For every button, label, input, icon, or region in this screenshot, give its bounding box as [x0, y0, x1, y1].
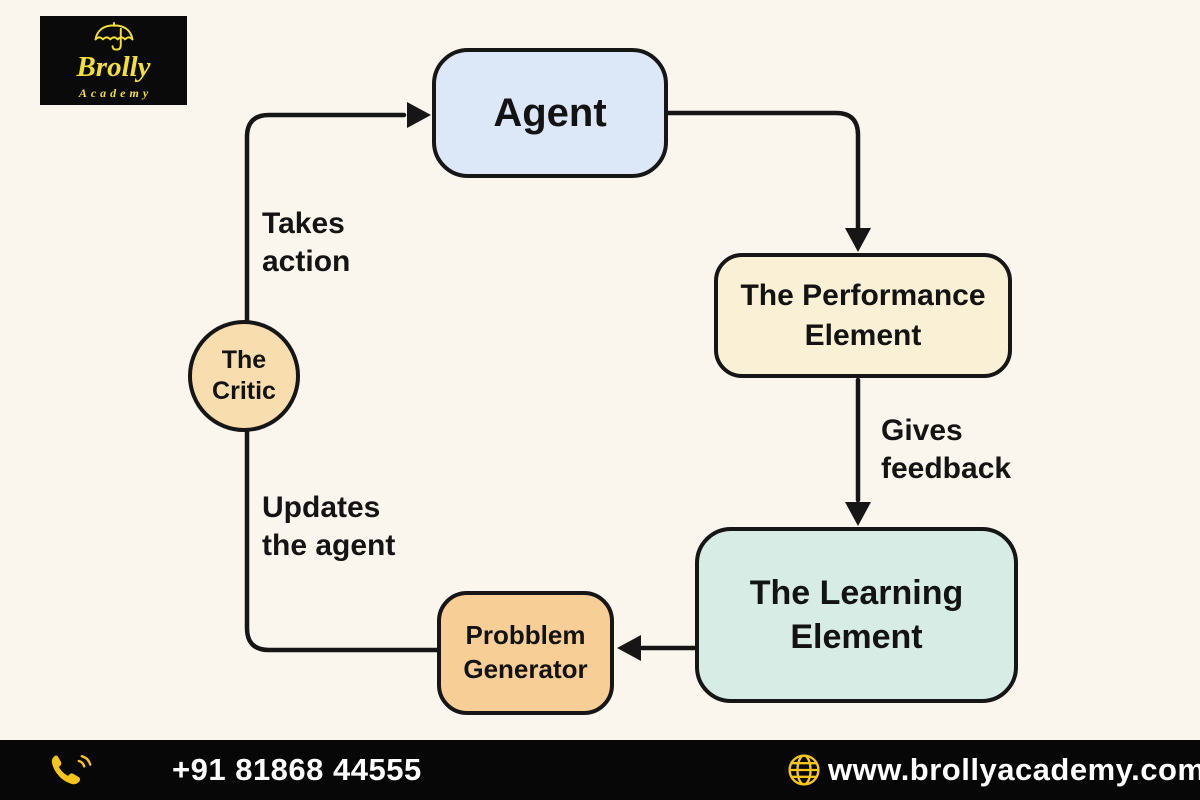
edge-label-takes-action: Takes action [262, 207, 351, 279]
edge-agent-to-performance [665, 110, 861, 249]
node-learning-element-label: The Learning Element [749, 573, 964, 656]
brand-subtitle: Academy [78, 85, 153, 100]
arrowhead-into-performance [845, 228, 871, 252]
arrowhead-into-agent [407, 102, 431, 128]
flow-arrows [244, 102, 871, 661]
footer-website: www.brollyacademy.com [828, 752, 1200, 787]
umbrella-icon [94, 21, 133, 51]
arrowhead-into-problem [617, 635, 641, 661]
footer-phone: +91 81868 44555 [172, 752, 422, 787]
arrowhead-into-learning [845, 502, 871, 526]
footer-bar: +91 81868 44555 www.brollyacademy.com [0, 740, 1200, 800]
node-agent-label: Agent [493, 90, 607, 135]
node-problem-generator-label: Probblem Generator [463, 620, 588, 684]
node-performance-element: The Performance Element [714, 253, 1012, 378]
node-agent: Agent [432, 48, 668, 178]
node-problem-generator: Probblem Generator [437, 591, 614, 715]
node-the-critic: The Critic [188, 320, 300, 432]
node-the-critic-label: The Critic [212, 345, 276, 405]
node-learning-element: The Learning Element [695, 527, 1018, 703]
brand-logo: Brolly Academy [40, 16, 187, 105]
brand-name: Brolly [76, 50, 151, 83]
edge-label-gives-feedback: Gives feedback [881, 414, 1012, 486]
edge-label-updates-agent: Updates the agent [262, 491, 396, 563]
node-performance-element-label: The Performance Element [740, 278, 986, 352]
phone-icon [51, 755, 92, 785]
globe-icon [788, 754, 820, 786]
